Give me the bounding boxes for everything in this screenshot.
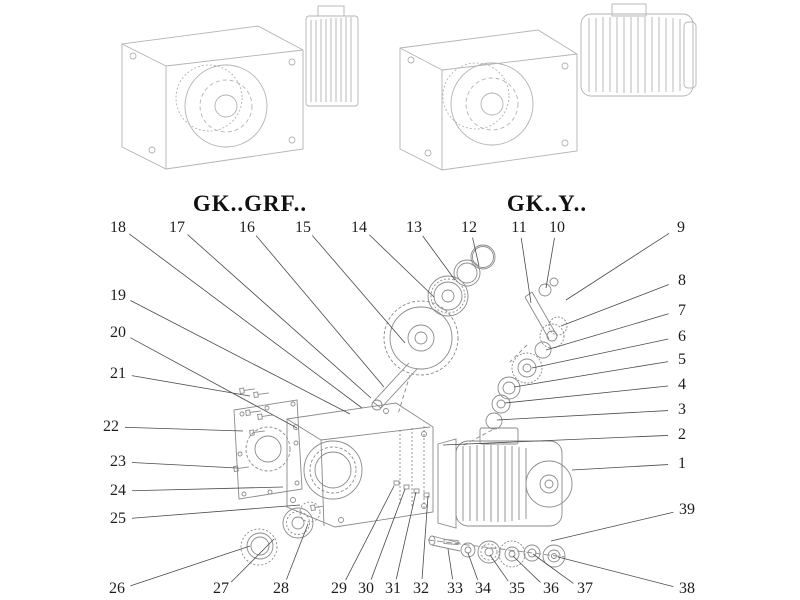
leader-line-3: [496, 410, 669, 421]
part-number-37: 37: [577, 580, 593, 597]
leader-line-34: [467, 552, 478, 580]
leader-line-29: [345, 485, 395, 581]
variant-label-gk-grf: GK..GRF..: [192, 191, 308, 216]
part-number-14: 14: [351, 219, 367, 236]
motor: [393, 426, 573, 529]
leader-line-23: [131, 462, 238, 469]
part-number-22: 22: [103, 418, 119, 435]
variant-label-gk-y: GK..Y..: [506, 191, 588, 216]
part-number-5: 5: [678, 351, 686, 368]
leader-line-1: [571, 464, 669, 471]
leader-line-25: [131, 504, 301, 519]
leader-line-7: [545, 313, 669, 351]
leader-line-27: [230, 538, 275, 583]
leader-line-39: [550, 511, 674, 542]
leader-line-37: [532, 553, 574, 584]
part-number-7: 7: [678, 302, 686, 319]
part-number-38: 38: [679, 580, 695, 597]
leader-line-24: [131, 486, 284, 492]
part-number-28: 28: [273, 580, 289, 597]
gearbox-grf-drawing: [121, 5, 359, 170]
leader-line-2: [442, 435, 669, 446]
leader-line-8: [560, 284, 670, 327]
output-shaft-parts: [427, 535, 566, 568]
part-number-11: 11: [511, 219, 527, 236]
leader-line-30: [370, 488, 406, 580]
leader-line-15: [311, 235, 406, 344]
part-number-23: 23: [110, 453, 126, 470]
part-number-21: 21: [110, 365, 126, 382]
leader-line-18: [129, 233, 363, 409]
lower-left-rings: [240, 504, 323, 566]
leader-line-13: [422, 235, 456, 281]
part-number-4: 4: [678, 376, 686, 393]
part-number-34: 34: [475, 580, 491, 597]
part-number-10: 10: [549, 219, 565, 236]
leader-line-33: [447, 548, 453, 580]
flange-bolts: [233, 387, 273, 472]
part-number-6: 6: [678, 328, 686, 345]
upper-bearing-and-rings: [427, 244, 496, 317]
part-number-32: 32: [413, 580, 429, 597]
leader-line-26: [130, 545, 251, 587]
part-number-35: 35: [509, 580, 525, 597]
leader-line-38: [557, 556, 674, 587]
part-number-31: 31: [385, 580, 401, 597]
leader-line-6: [531, 338, 669, 369]
part-number-36: 36: [543, 580, 559, 597]
part-number-2: 2: [678, 426, 686, 443]
leader-line-4: [504, 385, 669, 404]
part-number-15: 15: [295, 219, 311, 236]
leader-line-9: [565, 232, 670, 301]
part-number-24: 24: [110, 482, 126, 499]
part-number-12: 12: [461, 219, 477, 236]
part-number-26: 26: [109, 580, 125, 597]
leader-line-32: [421, 495, 429, 580]
part-number-27: 27: [213, 580, 229, 597]
part-number-16: 16: [239, 219, 255, 236]
leader-line-14: [369, 234, 435, 298]
leader-line-17: [187, 234, 372, 399]
leader-line-20: [130, 337, 298, 429]
housing: [286, 402, 434, 528]
exploded-assembly-drawing: [233, 244, 573, 568]
part-number-30: 30: [358, 580, 374, 597]
leader-line-35: [489, 554, 509, 582]
part-number-13: 13: [406, 219, 422, 236]
part-number-20: 20: [110, 324, 126, 341]
gearbox-y-drawing: [399, 3, 697, 171]
part-number-39: 39: [679, 501, 695, 518]
part-number-1: 1: [678, 455, 686, 472]
leader-line-28: [285, 523, 309, 580]
input-shaft-assembly: [461, 277, 568, 447]
leader-line-16: [255, 235, 385, 388]
part-number-33: 33: [447, 580, 463, 597]
part-number-29: 29: [331, 580, 347, 597]
leader-line-21: [131, 375, 251, 397]
leader-line-31: [395, 491, 417, 580]
leader-line-22: [124, 426, 244, 432]
part-number-25: 25: [110, 510, 126, 527]
leader-line-36: [512, 555, 541, 583]
leader-line-11: [520, 237, 532, 304]
leader-line-19: [130, 300, 351, 415]
part-number-17: 17: [169, 219, 185, 236]
mounting-flange: [233, 399, 303, 500]
leader-line-12: [472, 237, 480, 267]
large-gear-and-shaft: [371, 300, 459, 415]
leader-line-5: [513, 361, 669, 388]
part-number-9: 9: [677, 219, 685, 236]
part-number-19: 19: [110, 287, 126, 304]
leader-line-10: [545, 237, 555, 289]
part-number-18: 18: [110, 219, 126, 236]
part-number-3: 3: [678, 401, 686, 418]
part-number-8: 8: [678, 272, 686, 289]
